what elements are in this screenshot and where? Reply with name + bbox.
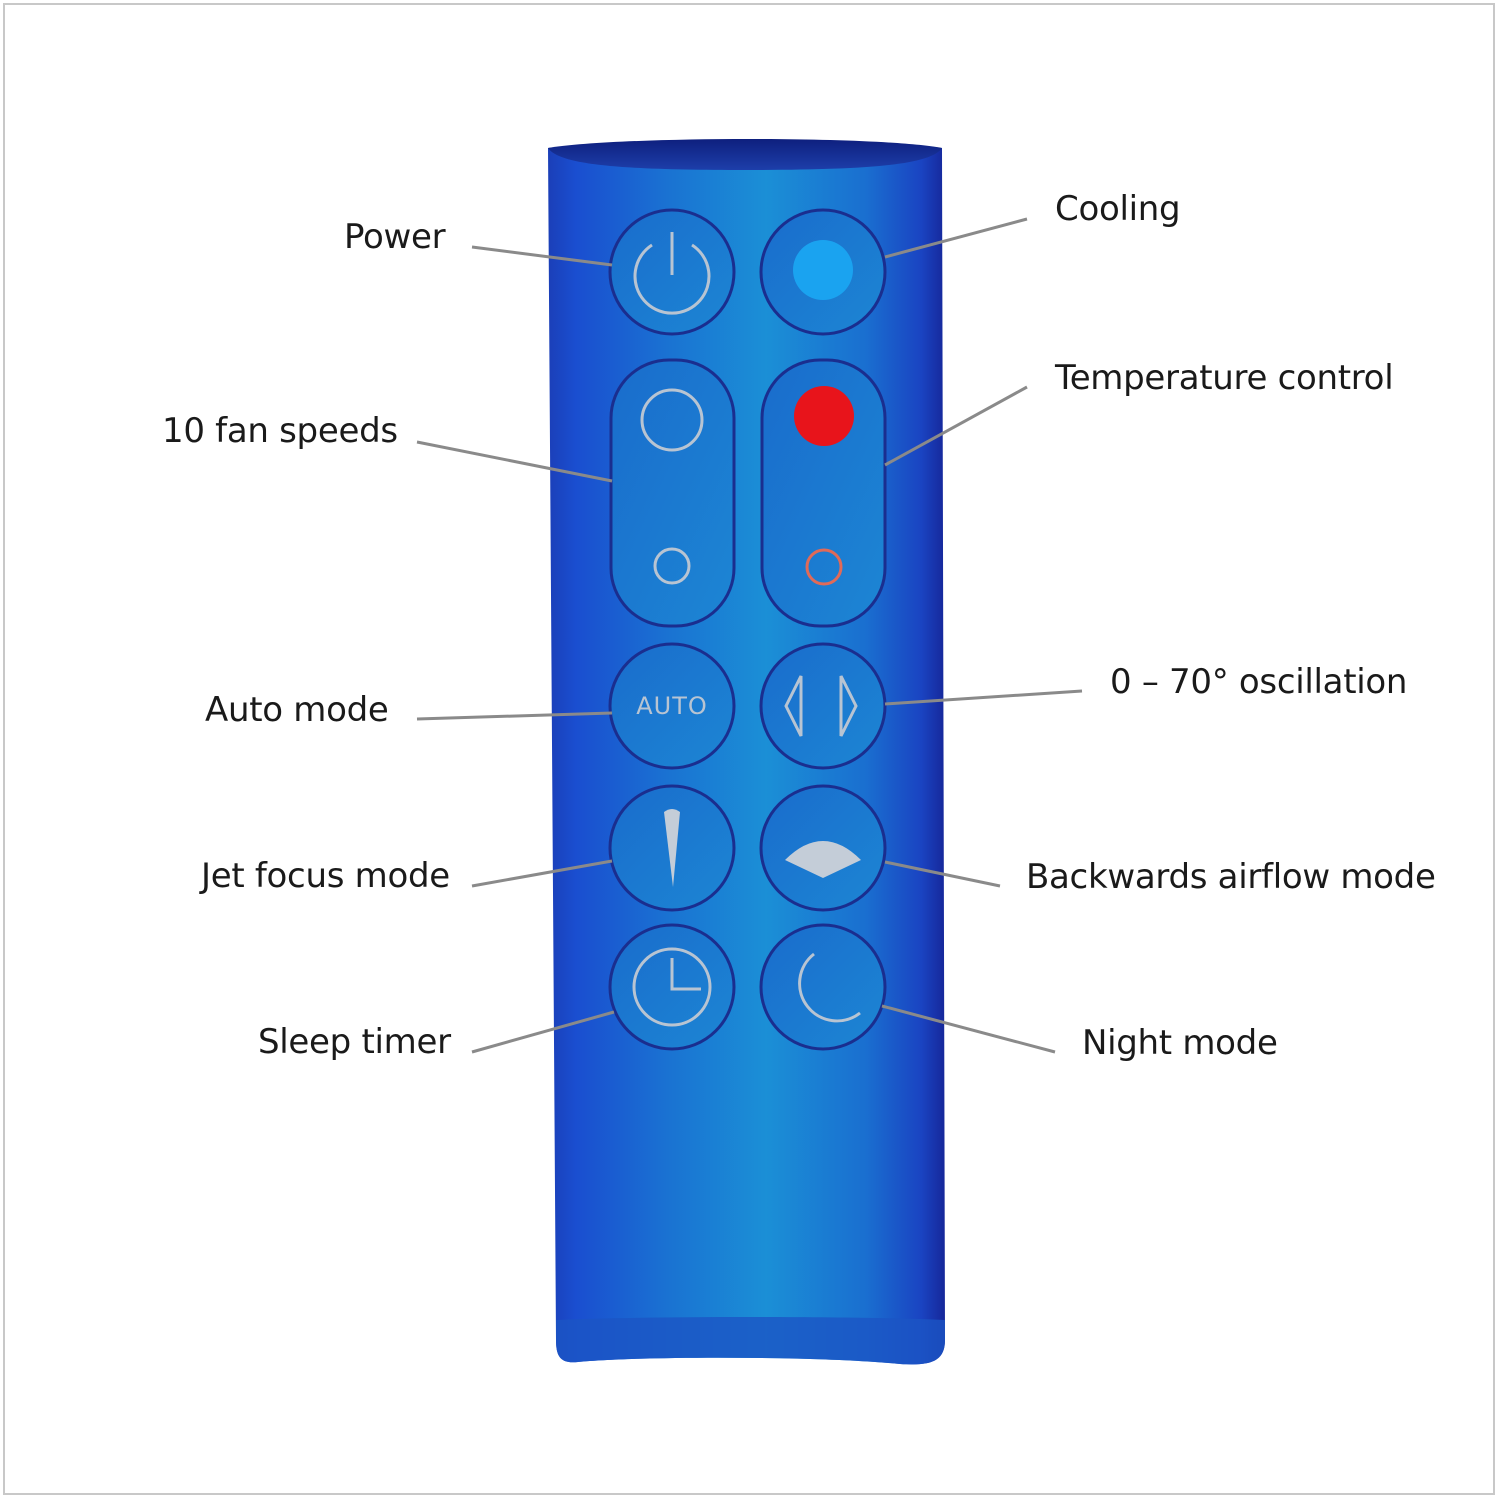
label-power: Power [344,217,446,257]
leader-power [471,245,613,267]
jet-focus-icon [664,809,680,887]
leader-lines [416,217,1083,1054]
clock-icon [632,947,712,1027]
remote-bottom-rim [556,1317,945,1365]
temperature-down-icon [805,548,843,586]
leader-sleep-timer [471,1010,615,1054]
fan-speed-down-icon [653,547,691,585]
sleep-timer-button[interactable] [608,923,736,1051]
label-fan-speeds: 10 fan speeds [162,411,398,451]
label-oscillation: 0 – 70° oscillation [1110,662,1408,702]
oscillation-button[interactable] [759,642,887,770]
label-temperature: Temperature control [1055,358,1394,398]
leader-auto [416,711,613,721]
label-backwards-airflow: Backwards airflow mode [1026,857,1436,897]
auto-button[interactable]: AUTO [608,642,736,770]
power-button[interactable] [608,208,736,336]
moon-icon [798,952,861,1023]
auto-button-text: AUTO [636,692,708,720]
fan-speed-rocker[interactable] [609,358,736,628]
temperature-rocker[interactable] [760,358,887,628]
label-cooling: Cooling [1055,189,1181,229]
image-border [3,3,1495,1495]
night-mode-button[interactable] [759,923,887,1051]
backwards-airflow-button[interactable] [759,784,887,912]
label-auto-mode: Auto mode [205,690,389,730]
temperature-up-icon [794,386,854,446]
leader-oscillation [884,689,1083,706]
label-night-mode: Night mode [1082,1023,1278,1063]
cooling-button[interactable] [759,208,887,336]
leader-cooling [884,217,1028,259]
remote-top-opening [548,139,942,170]
cooling-dot-icon [793,240,853,300]
fan-speed-up-icon [640,388,704,452]
label-sleep-timer: Sleep timer [258,1022,451,1062]
power-icon [633,232,711,315]
remote-body [548,140,945,1365]
leader-temperature [884,385,1028,467]
oscillation-icon [784,675,858,737]
jet-focus-button[interactable] [608,784,736,912]
leader-night [881,1004,1056,1054]
label-jet-focus: Jet focus mode [201,856,450,896]
backwards-airflow-icon [785,841,861,878]
leader-jet-focus [471,859,613,888]
leader-fan-speeds [416,440,613,483]
leader-backwards [884,860,1001,888]
